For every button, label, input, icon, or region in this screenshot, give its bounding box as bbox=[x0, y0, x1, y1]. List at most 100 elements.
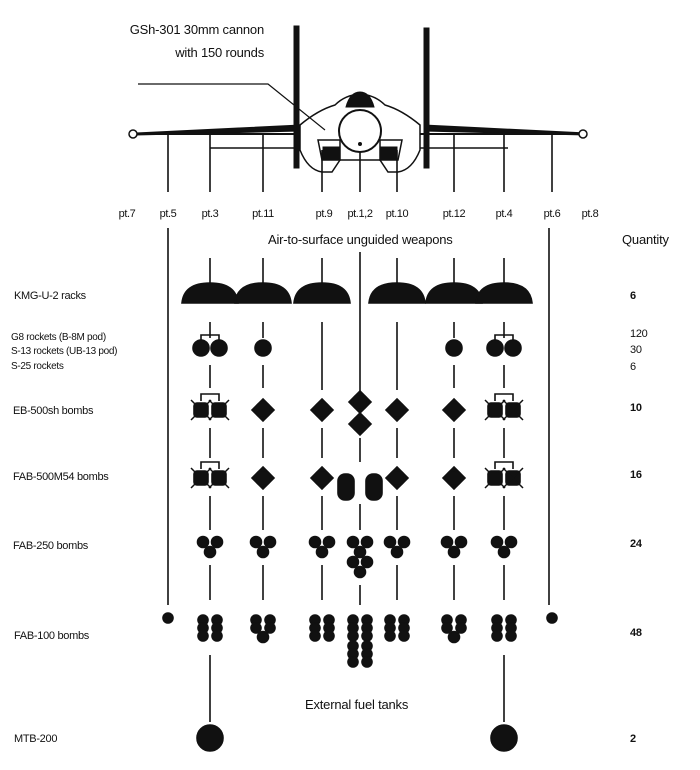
rocket-pod-icon bbox=[445, 339, 463, 357]
fab250-cluster-icon bbox=[346, 555, 360, 569]
kmg-rack-icon bbox=[368, 282, 426, 304]
rocket-pod-icon bbox=[504, 339, 522, 357]
fab250-cluster-icon bbox=[383, 535, 397, 549]
fuel-tank-icon bbox=[490, 724, 518, 752]
kmg-rack-icon bbox=[425, 282, 483, 304]
fab100-icon bbox=[361, 630, 373, 642]
quantity-fab-250: 24 bbox=[630, 538, 642, 550]
bomb-icon-core bbox=[313, 469, 331, 487]
fab250-cluster-icon bbox=[256, 545, 270, 559]
cannon-leader-line bbox=[138, 83, 326, 131]
fab250-cluster-icon bbox=[454, 535, 468, 549]
fab100-icon bbox=[197, 630, 209, 642]
kmg-rack-icon bbox=[475, 282, 533, 304]
fab250-cluster-icon bbox=[249, 535, 263, 549]
hardpoint-label-pt11: pt.11 bbox=[252, 208, 274, 220]
spiky-bomb-icon-fins bbox=[502, 467, 524, 489]
row-label-kmg-u-2: KMG-U-2 racks bbox=[14, 290, 86, 302]
station-columns bbox=[162, 228, 558, 752]
fab100-single-icon bbox=[162, 612, 174, 624]
fab250-cluster-icon bbox=[203, 545, 217, 559]
fab250-cluster-icon bbox=[490, 535, 504, 549]
bomb-bracket bbox=[200, 393, 220, 401]
cannon-callout: GSh-301 30mm cannon with 150 rounds bbox=[84, 18, 264, 64]
fab100-icon bbox=[250, 622, 262, 634]
fab100-icon bbox=[347, 630, 359, 642]
row-label-s13-rockets: S-13 rockets (UB-13 pod) bbox=[11, 346, 118, 357]
cannon-callout-line1: GSh-301 30mm cannon bbox=[129, 22, 264, 37]
hardpoint-label-pt10: pt.10 bbox=[385, 208, 409, 220]
kmg-rack-icon bbox=[293, 282, 351, 304]
spiky-bomb-icon-fins bbox=[208, 399, 230, 421]
quantity-s13-rockets: 30 bbox=[630, 344, 642, 356]
pylon-lines bbox=[167, 134, 553, 192]
fuel-tank-icon bbox=[196, 724, 224, 752]
fab250-cluster-icon bbox=[390, 545, 404, 559]
quantity-mtb-200: 2 bbox=[630, 733, 636, 745]
fab250-cluster-icon bbox=[263, 535, 277, 549]
row-label-g8-rockets: G8 rockets (B-8M pod) bbox=[11, 332, 106, 343]
kmg-rack-icon bbox=[181, 282, 239, 304]
row-label-fab-250: FAB-250 bombs bbox=[13, 540, 88, 552]
fab250-cluster-icon bbox=[497, 545, 511, 559]
fab250-cluster-icon bbox=[353, 545, 367, 559]
quantity-fab-500m54: 16 bbox=[630, 469, 642, 481]
fab250-cluster-icon bbox=[308, 535, 322, 549]
fab100-icon bbox=[505, 630, 517, 642]
section-header-quantity: Quantity bbox=[622, 232, 669, 247]
left-fin bbox=[293, 25, 300, 169]
fab100-icon bbox=[347, 656, 359, 668]
rocket-pod-icon bbox=[254, 339, 272, 357]
rocket-pod-icon bbox=[210, 339, 228, 357]
fab250-cluster-icon bbox=[353, 565, 367, 579]
canopy bbox=[345, 91, 375, 108]
bomb-icon-core bbox=[254, 401, 272, 419]
fab250-cluster-icon bbox=[196, 535, 210, 549]
hardpoint-label-pt4: pt.4 bbox=[495, 208, 513, 220]
spiky-bomb-icon-fins bbox=[208, 467, 230, 489]
spiky-bomb-icon-fins bbox=[484, 399, 506, 421]
bomb-icon-core bbox=[445, 469, 463, 487]
row-label-eb-500sh: EB-500sh bombs bbox=[13, 405, 94, 417]
bomb-icon-core bbox=[388, 401, 406, 419]
fab250-cluster-icon bbox=[360, 555, 374, 569]
pod-bracket bbox=[200, 334, 220, 342]
row-label-mtb-200: MTB-200 bbox=[14, 733, 58, 745]
quantity-kmg-u-2: 6 bbox=[630, 290, 636, 302]
bomb-bracket bbox=[200, 461, 220, 469]
rocket-pod-icon bbox=[486, 339, 504, 357]
fab100-icon bbox=[211, 630, 223, 642]
kmg-rack-icon bbox=[234, 282, 292, 304]
right-wingtip-launcher bbox=[578, 129, 588, 139]
cannon-callout-line2: with 150 rounds bbox=[175, 45, 264, 60]
hardpoint-label-pt8: pt.8 bbox=[581, 208, 599, 220]
row-label-fab-100: FAB-100 bombs bbox=[14, 630, 89, 642]
fab100-icon bbox=[309, 630, 321, 642]
hardpoint-label-pt12: pt.12 bbox=[442, 208, 466, 220]
fab250-cluster-icon bbox=[210, 535, 224, 549]
fab100-icon bbox=[441, 622, 453, 634]
hardpoint-label-pt5: pt.5 bbox=[159, 208, 177, 220]
hardpoint-label-pt9: pt.9 bbox=[315, 208, 333, 220]
rocket-pod-icon bbox=[192, 339, 210, 357]
fab250-cluster-icon bbox=[315, 545, 329, 559]
hardpoint-label-pt1-2: pt.1,2 bbox=[347, 208, 373, 220]
bomb-bracket bbox=[494, 393, 514, 401]
bomb-icon-core bbox=[254, 469, 272, 487]
fab100-icon bbox=[384, 630, 396, 642]
pod-bracket bbox=[494, 334, 514, 342]
bomb-icon-core bbox=[351, 415, 369, 433]
fab100-icon bbox=[447, 630, 461, 644]
spiky-bomb-icon-fins bbox=[190, 399, 212, 421]
fab100-icon bbox=[264, 622, 276, 634]
fab250-cluster-icon bbox=[346, 535, 360, 549]
bomb-icon-core bbox=[388, 469, 406, 487]
fab100-icon bbox=[256, 630, 270, 644]
fab100-icon bbox=[361, 656, 373, 668]
spiky-bomb-icon-fins bbox=[190, 467, 212, 489]
right-fin bbox=[423, 27, 430, 169]
fab250-cluster-icon bbox=[360, 535, 374, 549]
fab250-cluster-icon bbox=[322, 535, 336, 549]
left-wingtip-launcher bbox=[128, 129, 138, 139]
